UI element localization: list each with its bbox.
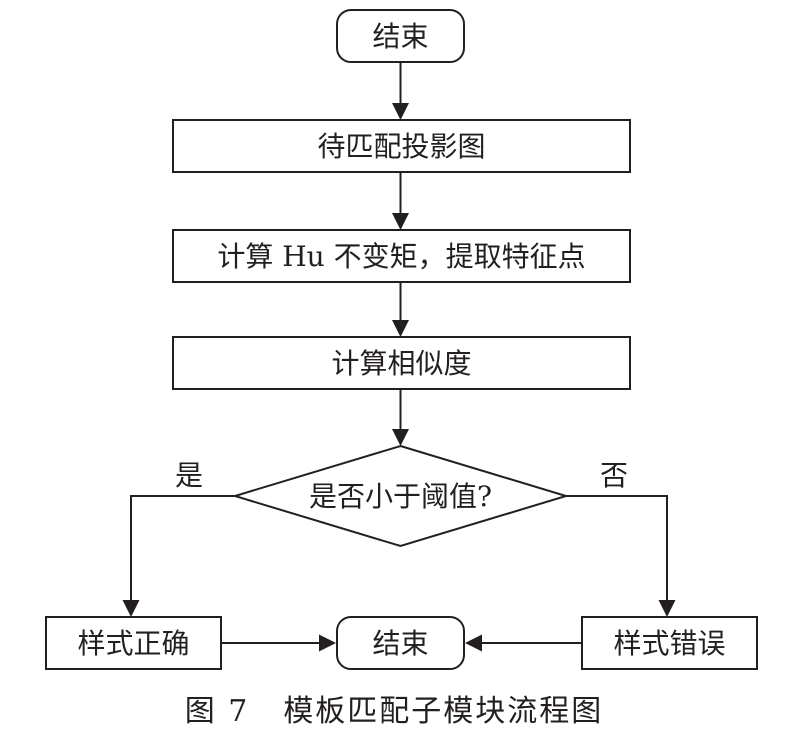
branch-no: 否	[566, 459, 676, 617]
arrow-end-to-projection	[392, 62, 409, 120]
process-similarity-label: 计算相似度	[331, 347, 471, 380]
terminal-end-bottom: 结束	[336, 616, 465, 670]
process-style-error: 样式错误	[581, 616, 758, 670]
arrow-similarity-to-decision	[392, 389, 409, 446]
process-compute-hu-label: 计算 Hu 不变矩，提取特征点	[217, 240, 585, 273]
process-projection: 待匹配投影图	[172, 119, 631, 173]
decision-threshold-label: 是否小于阈值?	[309, 480, 492, 513]
terminal-end-bottom-label: 结束	[372, 627, 428, 660]
arrow-projection-to-hu	[392, 172, 409, 230]
arrow-hu-to-similarity	[392, 282, 409, 337]
process-projection-label: 待匹配投影图	[317, 130, 485, 163]
process-style-error-label: 样式错误	[613, 627, 725, 660]
branch-yes: 是	[122, 459, 235, 617]
terminal-end-top-label: 结束	[372, 20, 428, 53]
flowchart: 结束 待匹配投影图 计算 Hu 不变矩，提取特征点 计算相似度 是否小于阈值?	[45, 9, 758, 670]
process-style-correct-label: 样式正确	[77, 627, 189, 660]
figure-caption: 图 7 模板匹配子模块流程图	[0, 686, 788, 730]
arrow-correct-to-end	[221, 634, 336, 652]
process-compute-hu: 计算 Hu 不变矩，提取特征点	[172, 229, 631, 283]
arrow-error-to-end	[465, 634, 582, 652]
figure-title: 模板匹配子模块流程图	[283, 694, 604, 729]
process-similarity: 计算相似度	[172, 336, 631, 390]
branch-yes-label: 是	[175, 459, 203, 492]
process-style-correct: 样式正确	[45, 616, 222, 670]
figure-number: 图 7	[184, 694, 250, 729]
terminal-end-top: 结束	[336, 9, 465, 63]
branch-no-label: 否	[600, 459, 628, 492]
decision-threshold: 是否小于阈值?	[231, 444, 570, 548]
